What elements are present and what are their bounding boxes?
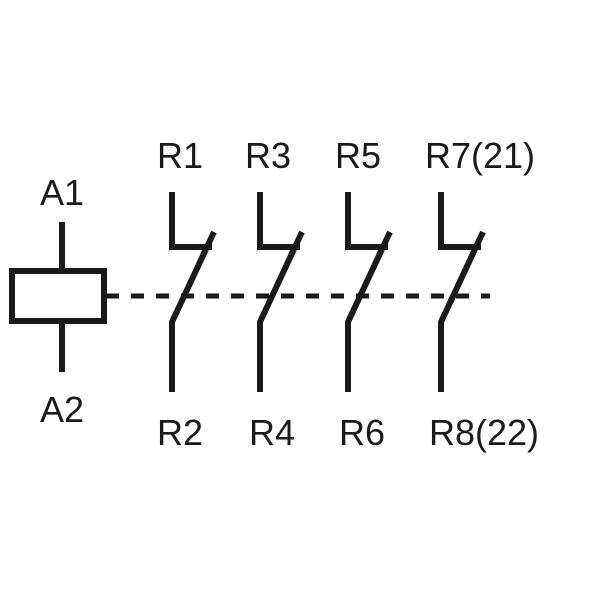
contact-1-fixed-terminal: [169, 192, 212, 250]
contact-2-moving-blade: [257, 230, 305, 392]
contact-2-fixed-terminal: [257, 192, 300, 250]
coil-body: [9, 268, 107, 324]
contact-3-label-bottom: R6: [339, 412, 385, 453]
contact-1-normally-closed: R1 R2: [157, 135, 217, 453]
contact-2-label-top: R3: [245, 135, 291, 176]
contact-3-fixed-terminal: [345, 192, 388, 250]
contact-3-moving-blade: [345, 230, 393, 392]
contact-3-normally-closed: R5 R6: [335, 135, 393, 453]
contact-4-fixed-terminal: [438, 192, 481, 250]
contact-2-label-bottom: R4: [249, 412, 295, 453]
coil-label-a2: A2: [40, 389, 84, 430]
contact-2-normally-closed: R3 R4: [245, 135, 305, 453]
relay-coil: A1 A2: [9, 172, 107, 430]
contact-3-label-top: R5: [335, 135, 381, 176]
contact-1-moving-blade: [169, 230, 217, 392]
contact-4-label-bottom: R8(22): [429, 412, 539, 453]
contact-4-label-top: R7(21): [425, 135, 535, 176]
contact-1-label-top: R1: [157, 135, 203, 176]
contact-4-moving-blade: [438, 230, 486, 392]
contact-4-normally-closed: R7(21) R8(22): [425, 135, 539, 453]
coil-label-a1: A1: [40, 172, 84, 213]
contact-1-label-bottom: R2: [157, 412, 203, 453]
